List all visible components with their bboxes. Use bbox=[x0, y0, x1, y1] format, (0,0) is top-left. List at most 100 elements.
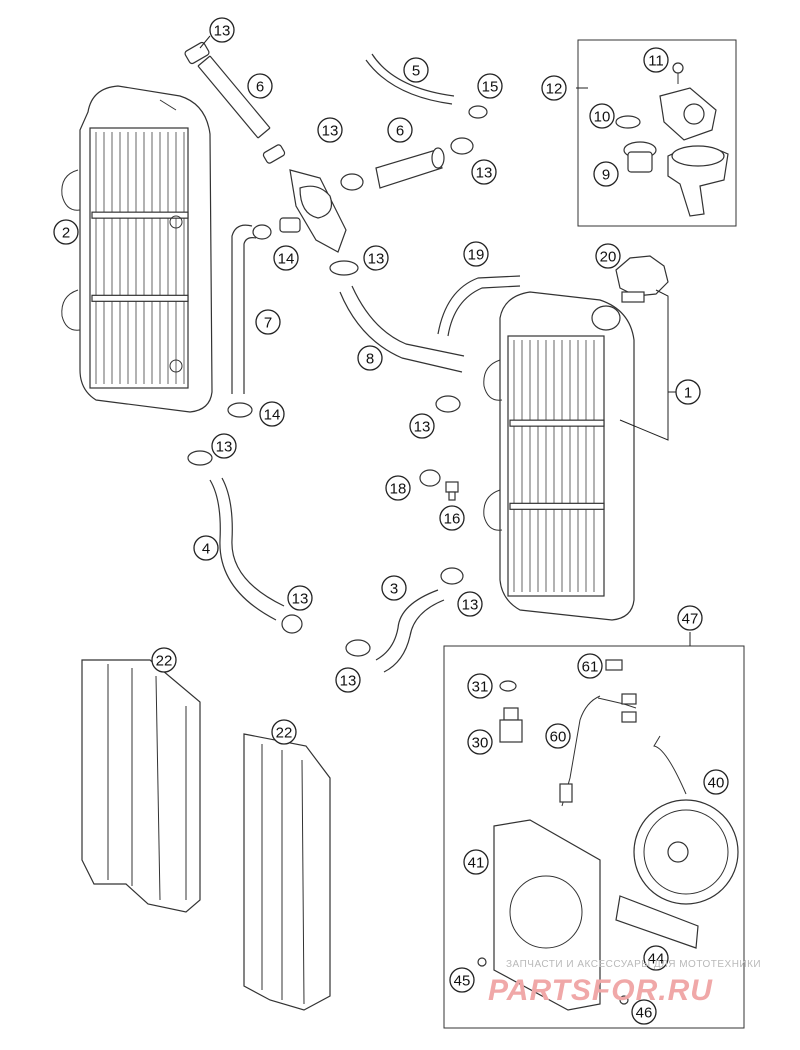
hose-6-right bbox=[375, 147, 445, 189]
callout-number: 16 bbox=[444, 511, 461, 528]
callout-number: 44 bbox=[648, 951, 665, 968]
callout-46: 46 bbox=[631, 999, 657, 1025]
callout-31: 31 bbox=[467, 673, 493, 699]
fan-kit-frame bbox=[443, 645, 745, 1029]
callout-circle bbox=[545, 723, 571, 749]
bolt-16 bbox=[445, 481, 459, 501]
callout-circle bbox=[677, 605, 703, 631]
thermostat-9 bbox=[623, 141, 657, 173]
callout-22a: 22 bbox=[151, 647, 177, 673]
callout-circle bbox=[151, 647, 177, 673]
callout-number: 8 bbox=[366, 351, 374, 368]
callout-circle bbox=[211, 433, 237, 459]
callout-number: 20 bbox=[600, 249, 617, 266]
callout-number: 19 bbox=[468, 247, 485, 264]
clamp-13-lower-right bbox=[435, 395, 461, 413]
callout-circle bbox=[593, 161, 619, 187]
callout-circle bbox=[643, 945, 669, 971]
callout-number: 10 bbox=[594, 109, 611, 126]
callout-circle bbox=[463, 241, 489, 267]
callout-circle bbox=[403, 57, 429, 83]
callout-number: 15 bbox=[482, 79, 499, 96]
callout-3: 3 bbox=[381, 575, 407, 601]
callout-13d: 13 bbox=[363, 245, 389, 271]
wiring-harness-60 bbox=[559, 693, 637, 807]
callout-number: 3 bbox=[390, 581, 398, 598]
callout-number: 7 bbox=[264, 315, 272, 332]
radiator-guard-left bbox=[81, 659, 201, 913]
callout-circle bbox=[247, 73, 273, 99]
callout-circle bbox=[541, 75, 567, 101]
callout-circle bbox=[287, 585, 313, 611]
callout-circle bbox=[381, 575, 407, 601]
callout-9: 9 bbox=[593, 161, 619, 187]
fan-shroud-41 bbox=[493, 819, 601, 1011]
callout-number: 40 bbox=[708, 775, 725, 792]
callout-12: 12 bbox=[541, 75, 567, 101]
callout-circle bbox=[409, 413, 435, 439]
radiator-cap bbox=[615, 255, 669, 303]
callout-19: 19 bbox=[463, 241, 489, 267]
right-radiator bbox=[483, 291, 635, 621]
watermark-caption: ЗАПЧАСТИ И АКСЕССУАРЫ ДЛЯ МОТОТЕХНИКИ bbox=[506, 959, 761, 970]
callout-number: 13 bbox=[476, 165, 493, 182]
thermostat-housing bbox=[279, 169, 347, 253]
callout-number: 4 bbox=[202, 541, 210, 558]
callout-circle bbox=[255, 309, 281, 335]
hose-3 bbox=[375, 589, 445, 673]
hose-19 bbox=[437, 275, 521, 337]
hose-6-upper bbox=[197, 55, 271, 139]
callout-14b: 14 bbox=[259, 401, 285, 427]
callout-circle bbox=[53, 219, 79, 245]
callout-30: 30 bbox=[467, 729, 493, 755]
callout-number: 13 bbox=[214, 23, 231, 40]
callout-6a: 6 bbox=[247, 73, 273, 99]
callout-circle bbox=[467, 729, 493, 755]
callout-number: 22 bbox=[156, 653, 173, 670]
callout-13i: 13 bbox=[335, 667, 361, 693]
callout-circle bbox=[589, 103, 615, 129]
radiator-guard-right bbox=[243, 733, 331, 1011]
callout-number: 12 bbox=[546, 81, 563, 98]
callout-number: 13 bbox=[462, 597, 479, 614]
callout-number: 9 bbox=[602, 167, 610, 184]
callout-61: 61 bbox=[577, 653, 603, 679]
clamp-13-top bbox=[184, 41, 210, 65]
callout-13h: 13 bbox=[457, 591, 483, 617]
clamp-13-left bbox=[340, 173, 364, 191]
callout-number: 22 bbox=[276, 725, 293, 742]
watermark-brand: PARTSFOR.RU bbox=[488, 974, 713, 1007]
callout-circle bbox=[595, 243, 621, 269]
callout-circle bbox=[463, 849, 489, 875]
clamp-15 bbox=[468, 105, 488, 119]
callout-13f: 13 bbox=[211, 433, 237, 459]
callout-number: 31 bbox=[472, 679, 489, 696]
callout-number: 14 bbox=[278, 251, 295, 268]
callout-circle bbox=[273, 245, 299, 271]
callout-13c: 13 bbox=[471, 159, 497, 185]
o-ring-10 bbox=[615, 115, 641, 129]
callout-4: 4 bbox=[193, 535, 219, 561]
callout-14a: 14 bbox=[273, 245, 299, 271]
callout-circle bbox=[467, 673, 493, 699]
callout-circle bbox=[439, 505, 465, 531]
hose-4 bbox=[209, 477, 285, 621]
callout-circle bbox=[335, 667, 361, 693]
callout-7: 7 bbox=[255, 309, 281, 335]
screw-46 bbox=[619, 995, 629, 1005]
callout-number: 61 bbox=[582, 659, 599, 676]
callout-number: 13 bbox=[322, 123, 339, 140]
callout-number: 6 bbox=[396, 123, 404, 140]
callout-number: 18 bbox=[390, 481, 407, 498]
callout-circle bbox=[271, 719, 297, 745]
callout-number: 41 bbox=[468, 855, 485, 872]
callout-5: 5 bbox=[403, 57, 429, 83]
clamp-13-hose4-top bbox=[187, 450, 213, 466]
callout-circle bbox=[675, 379, 701, 405]
clamp-13-right bbox=[450, 137, 474, 155]
clamp-14-bottom bbox=[227, 402, 253, 418]
callout-6b: 6 bbox=[387, 117, 413, 143]
callout-number: 5 bbox=[412, 63, 420, 80]
